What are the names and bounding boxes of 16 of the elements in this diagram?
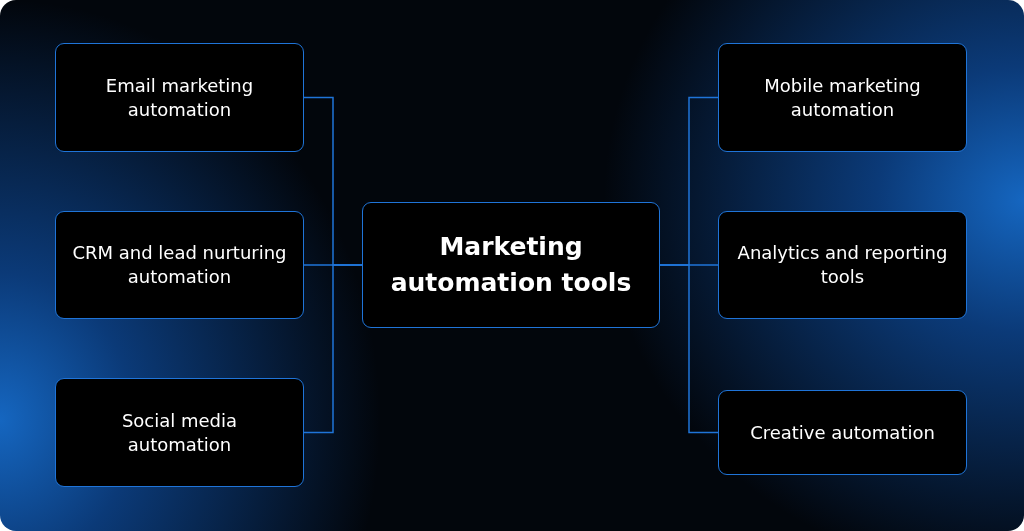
process-box bbox=[718, 211, 967, 319]
process-box bbox=[718, 43, 967, 152]
box-label: Analytics and reporting tools bbox=[736, 241, 949, 289]
box-label: Marketing automation tools bbox=[389, 231, 633, 299]
box-label: Email marketing automation bbox=[104, 73, 255, 122]
process-box bbox=[55, 378, 304, 487]
connector-line bbox=[659, 264, 719, 434]
process-box bbox=[55, 211, 304, 319]
connector-line bbox=[303, 264, 363, 434]
process-box bbox=[718, 390, 967, 475]
box-label: Social media automation bbox=[120, 408, 239, 457]
process-box bbox=[362, 202, 660, 328]
process-box bbox=[55, 43, 304, 152]
box-label: CRM and lead nurturing automation bbox=[71, 241, 288, 289]
box-label: Creative automation bbox=[750, 420, 935, 445]
box-label: Mobile marketing automation bbox=[763, 73, 922, 122]
